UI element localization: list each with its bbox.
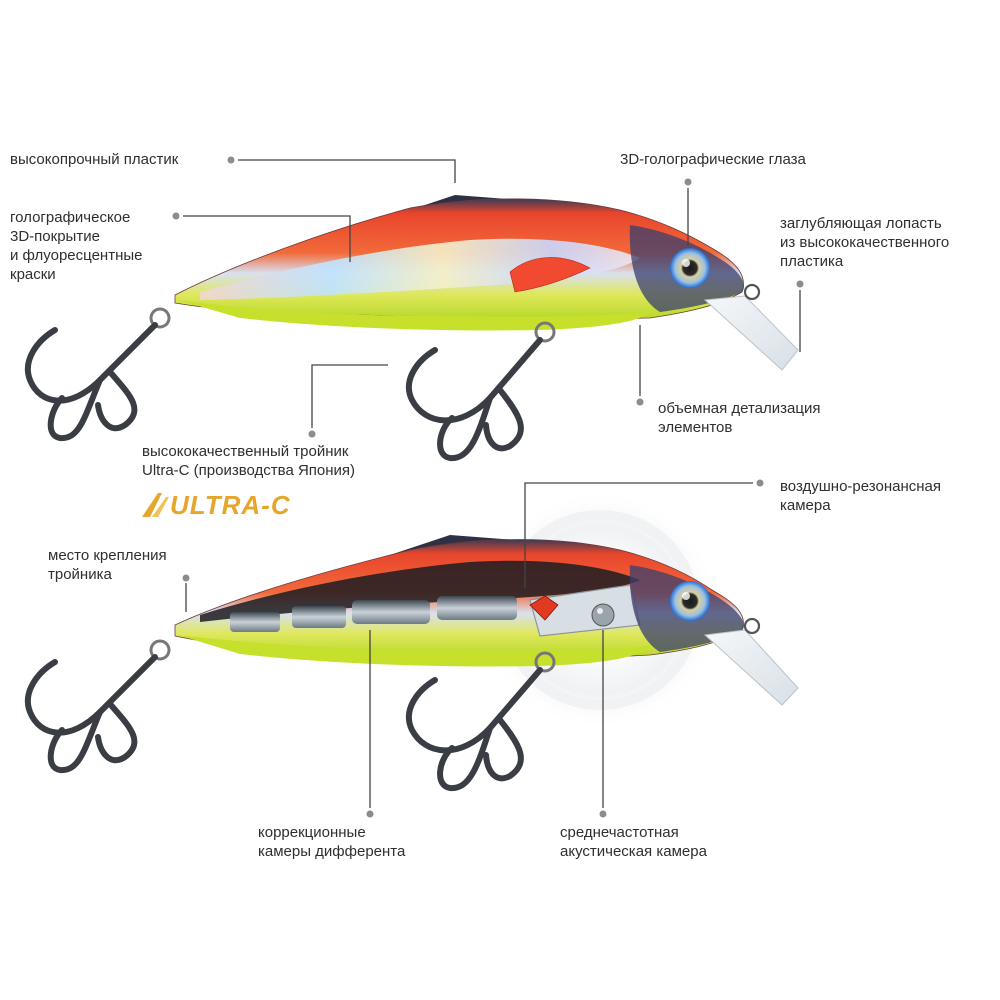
trim-chamber-1 (230, 612, 280, 632)
3d-eye (670, 248, 710, 288)
trim-chambers (230, 596, 517, 632)
diving-lip (703, 295, 799, 371)
label-acoustic-chamber: среднечастотная акустическая камера (560, 824, 707, 860)
trim-chamber-4 (437, 596, 517, 620)
trim-chamber-3 (352, 600, 430, 624)
label-holographic-coating: голографическое 3D-покрытие и флуоресцен… (10, 209, 143, 283)
pectoral-fin (509, 257, 591, 293)
label-hook-attachment: место крепления тройника (48, 547, 167, 583)
label-treble-hook: высококачественный тройник Ultra-C (прои… (142, 443, 356, 479)
trim-chamber-2 (292, 606, 346, 628)
front-treble-hook (405, 337, 543, 462)
label-trim-chambers: коррекционные камеры дифферента (258, 824, 406, 860)
front-treble-hook (405, 667, 543, 792)
ultra-c-logo-text: ULTRA-C (170, 489, 291, 520)
label-3d-eyes: 3D-голографические глаза (620, 151, 806, 168)
lure-bottom (24, 535, 799, 792)
leader-lines (172, 156, 804, 818)
label-diving-lip: заглубляющая лопасть из высококачественн… (780, 215, 950, 270)
acoustic-ball (591, 603, 615, 627)
label-air-resonance-chamber: воздушно-резонансная камера (780, 478, 941, 514)
label-high-strength-plastic: высокопрочный пластик (10, 151, 179, 168)
ultra-c-logo: ULTRA-C (140, 490, 291, 520)
holographic-stripe (200, 238, 640, 300)
ultra-c-mark-icon (142, 493, 169, 517)
rear-treble-hook (24, 322, 158, 442)
belly (178, 635, 650, 667)
rear-treble-hook (24, 654, 158, 774)
3d-eye (670, 581, 710, 621)
lure-top (24, 195, 799, 462)
belly (178, 300, 650, 331)
diving-lip (703, 629, 799, 706)
label-volumetric-detail: объемная детализация элементов (658, 400, 821, 436)
